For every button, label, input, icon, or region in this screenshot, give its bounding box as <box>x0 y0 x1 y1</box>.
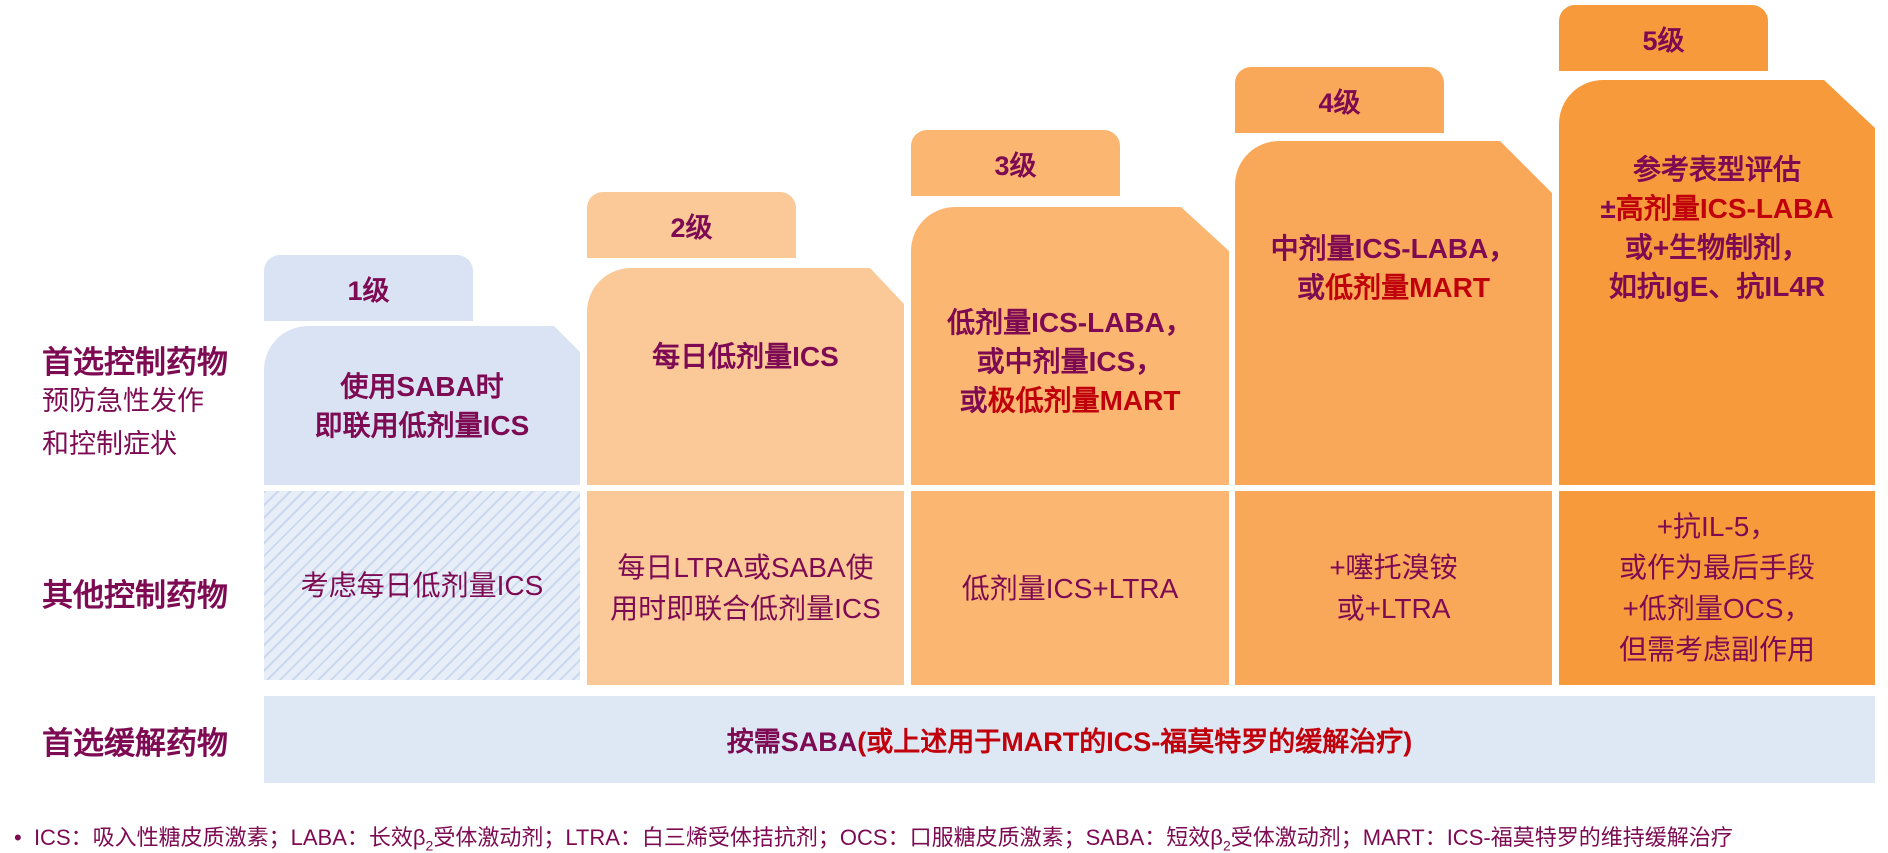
step-5-other-line: 但需考虑副作用 <box>1618 634 1815 665</box>
row-label-preferred-controller: 首选控制药物 <box>42 345 228 380</box>
row-label-other-controller: 其他控制药物 <box>42 578 228 613</box>
step-5-tab: 5级 <box>1559 5 1768 71</box>
preferred-reliever-bar: 按需SABA(或上述用于MART的ICS-福莫特罗的缓解治疗) <box>264 696 1875 783</box>
abbreviation-footnote: • ICS：吸入性糖皮质激素；LABA：长效β2受体激动剂；LTRA：白三烯受体… <box>14 825 1733 853</box>
step-3-other-text: 低剂量ICS+LTRA <box>961 572 1179 604</box>
reliever-prefix: 按需SABA <box>726 727 858 757</box>
step-4-other-line: 或+LTRA <box>1336 593 1451 624</box>
step-1-preferred-line: 使用SABA时 <box>340 370 504 402</box>
step-3-preferred-controller: 低剂量ICS-LABA， 或中剂量ICS， 或极低剂量MART <box>911 207 1229 485</box>
step-4-preferred-line: 或低剂量MART <box>1297 272 1490 303</box>
step-5-preferred-line: 参考表型评估 <box>1632 153 1801 185</box>
step-3-preferred-line: 低剂量ICS-LABA， <box>947 306 1193 338</box>
step-1-other-controller: 考虑每日低剂量ICS <box>264 491 580 680</box>
row-sublabel-prevent-exacerbation: 预防急性发作 <box>42 386 204 416</box>
step-3-other-controller: 低剂量ICS+LTRA <box>911 491 1229 685</box>
step-5-other-line: 或作为最后手段 <box>1618 552 1815 583</box>
step-2-preferred-line: 每日低剂量ICS <box>652 341 839 372</box>
step-3-tab: 3级 <box>911 130 1120 196</box>
row-label-preferred-reliever: 首选缓解药物 <box>42 726 228 761</box>
step-2-other-line: 每日LTRA或SABA使 <box>617 552 874 583</box>
step-1-other-text: 考虑每日低剂量ICS <box>300 570 544 601</box>
step-5-preferred-line: 如抗IgE、抗IL4R <box>1608 270 1826 302</box>
row-sublabel-control-symptoms: 和控制症状 <box>42 429 177 459</box>
step-2-other-controller: 每日LTRA或SABA使 用时即联合低剂量ICS <box>587 491 904 685</box>
step-5-preferred-controller: 参考表型评估 ±高剂量ICS-LABA 或+生物制剂， 如抗IgE、抗IL4R <box>1559 80 1875 485</box>
step-3-preferred-line: 或极低剂量MART <box>959 384 1181 416</box>
step-4-other-controller: +噻托溴铵 或+LTRA <box>1235 491 1552 685</box>
bullet-icon: • <box>14 825 22 850</box>
step-4-preferred-line: 中剂量ICS-LABA， <box>1270 233 1517 264</box>
step-4-other-line: +噻托溴铵 <box>1329 552 1458 583</box>
step-4-tab: 4级 <box>1235 67 1444 133</box>
reliever-highlight: (或上述用于MART的ICS-福莫特罗的缓解治疗) <box>857 727 1413 757</box>
step-5-highlight: 高剂量ICS-LABA <box>1615 192 1834 224</box>
step-5-other-line: +抗IL-5， <box>1656 511 1778 542</box>
step-5-other-controller: +抗IL-5， 或作为最后手段 +低剂量OCS， 但需考虑副作用 <box>1559 491 1875 685</box>
step-1-preferred-controller: 使用SABA时 即联用低剂量ICS <box>264 326 580 485</box>
step-2-other-line: 用时即联合低剂量ICS <box>610 593 881 624</box>
step-2-preferred-controller: 每日低剂量ICS <box>587 268 904 485</box>
step-2-tab: 2级 <box>587 192 796 258</box>
step-4-preferred-controller: 中剂量ICS-LABA， 或低剂量MART <box>1235 141 1552 485</box>
step-5-preferred-line: ±高剂量ICS-LABA <box>1600 192 1834 224</box>
step-3-highlight: 极低剂量MART <box>987 384 1181 416</box>
step-1-preferred-line: 即联用低剂量ICS <box>314 409 530 441</box>
step-3-preferred-line: 或中剂量ICS， <box>976 345 1164 377</box>
step-5-other-line: +低剂量OCS， <box>1622 593 1812 624</box>
step-4-highlight: 低剂量MART <box>1325 272 1490 303</box>
step-5-preferred-line: 或+生物制剂， <box>1624 231 1810 263</box>
step-1-tab: 1级 <box>264 255 473 321</box>
